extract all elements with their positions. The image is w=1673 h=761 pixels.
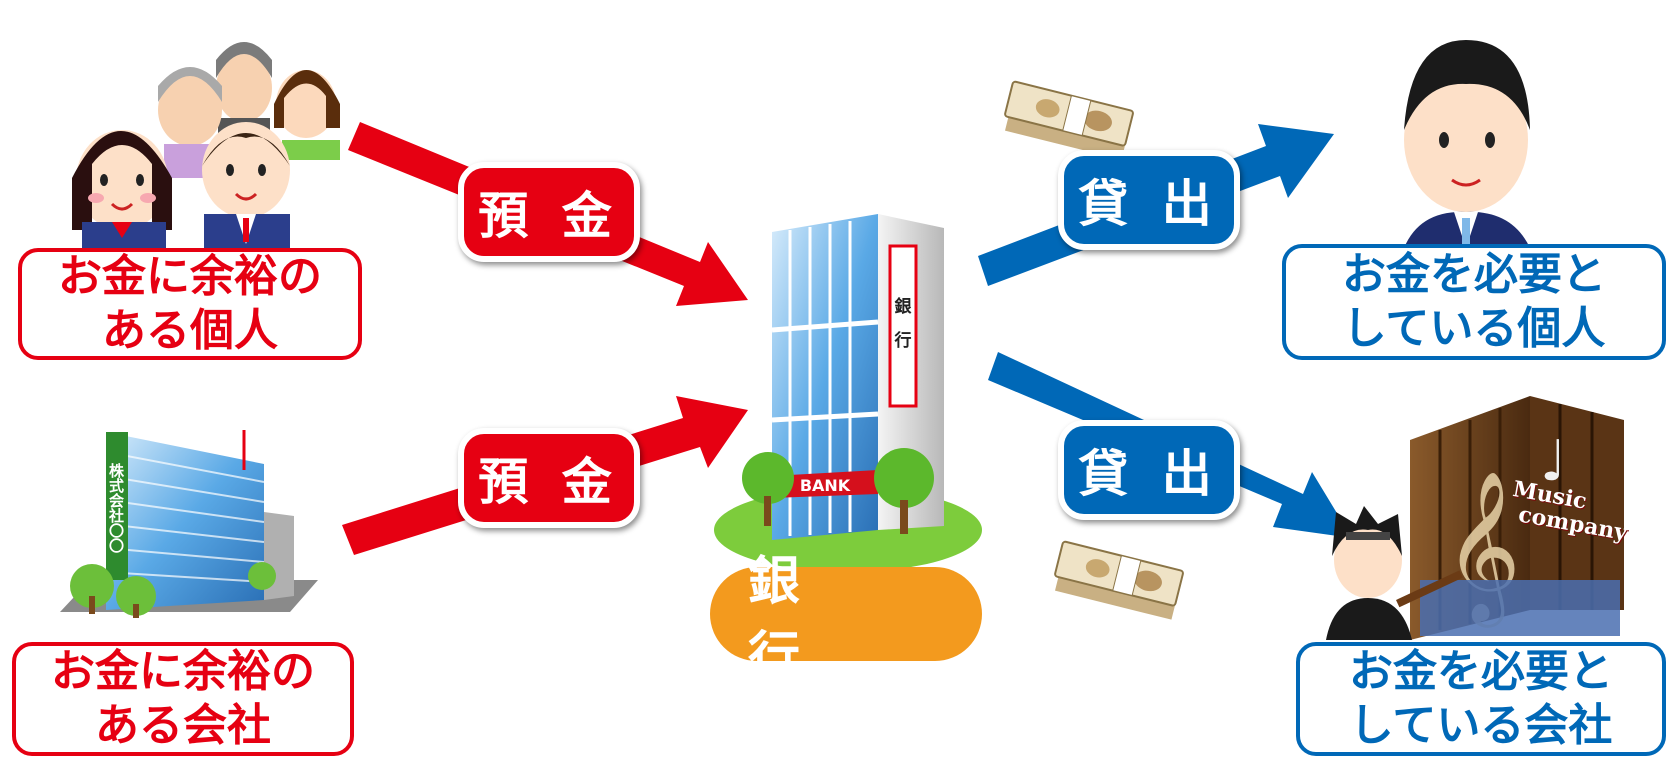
bank-vertical-sign-char-2: 行 xyxy=(894,331,912,351)
businessman-illustration xyxy=(1404,40,1530,248)
music-company-illustration: 𝄞 ♩ xyxy=(1326,396,1624,640)
depositor-individual-line-2: ある個人 xyxy=(102,305,278,356)
money-bundle-top-icon xyxy=(1004,80,1134,160)
loan-label-bottom: 貸 出 xyxy=(1058,420,1240,520)
family-illustration xyxy=(72,42,340,248)
bank-vertical-sign: 銀 行 xyxy=(890,290,916,358)
bank-label: 銀 行 xyxy=(710,552,982,687)
borrower-company-line-2: している会社 xyxy=(1349,700,1613,751)
borrower-individual-line-2: している個人 xyxy=(1342,303,1606,354)
bank-building-illustration xyxy=(714,214,982,572)
bank-vertical-sign-char-1: 銀 xyxy=(894,297,912,317)
depositor-individual-line-1: お金に余裕の xyxy=(58,251,322,302)
depositor-individual-label: お金に余裕の ある個人 xyxy=(18,248,362,360)
borrower-company-label: お金を必要と している会社 xyxy=(1296,642,1666,756)
company-sign xyxy=(106,432,128,580)
borrower-individual-line-1: お金を必要と xyxy=(1342,249,1606,300)
depositor-company-line-2: ある会社 xyxy=(95,700,271,751)
company-sign-text: 株式会社〇〇 xyxy=(107,463,125,553)
depositor-company-line-1: お金に余裕の xyxy=(51,646,315,697)
deposit-label-bottom: 預 金 xyxy=(458,428,640,528)
company-building-illustration xyxy=(60,430,318,618)
borrower-individual-label: お金を必要と している個人 xyxy=(1282,244,1666,360)
money-bundle-bottom-icon xyxy=(1054,540,1184,620)
bank-banner-text: BANK xyxy=(799,476,851,495)
deposit-label-top: 預 金 xyxy=(458,162,640,262)
borrower-company-line-1: お金を必要と xyxy=(1349,646,1613,697)
svg-text:♩: ♩ xyxy=(1540,429,1566,494)
depositor-company-label: お金に余裕の ある会社 xyxy=(12,642,354,756)
loan-label-top: 貸 出 xyxy=(1058,150,1240,250)
